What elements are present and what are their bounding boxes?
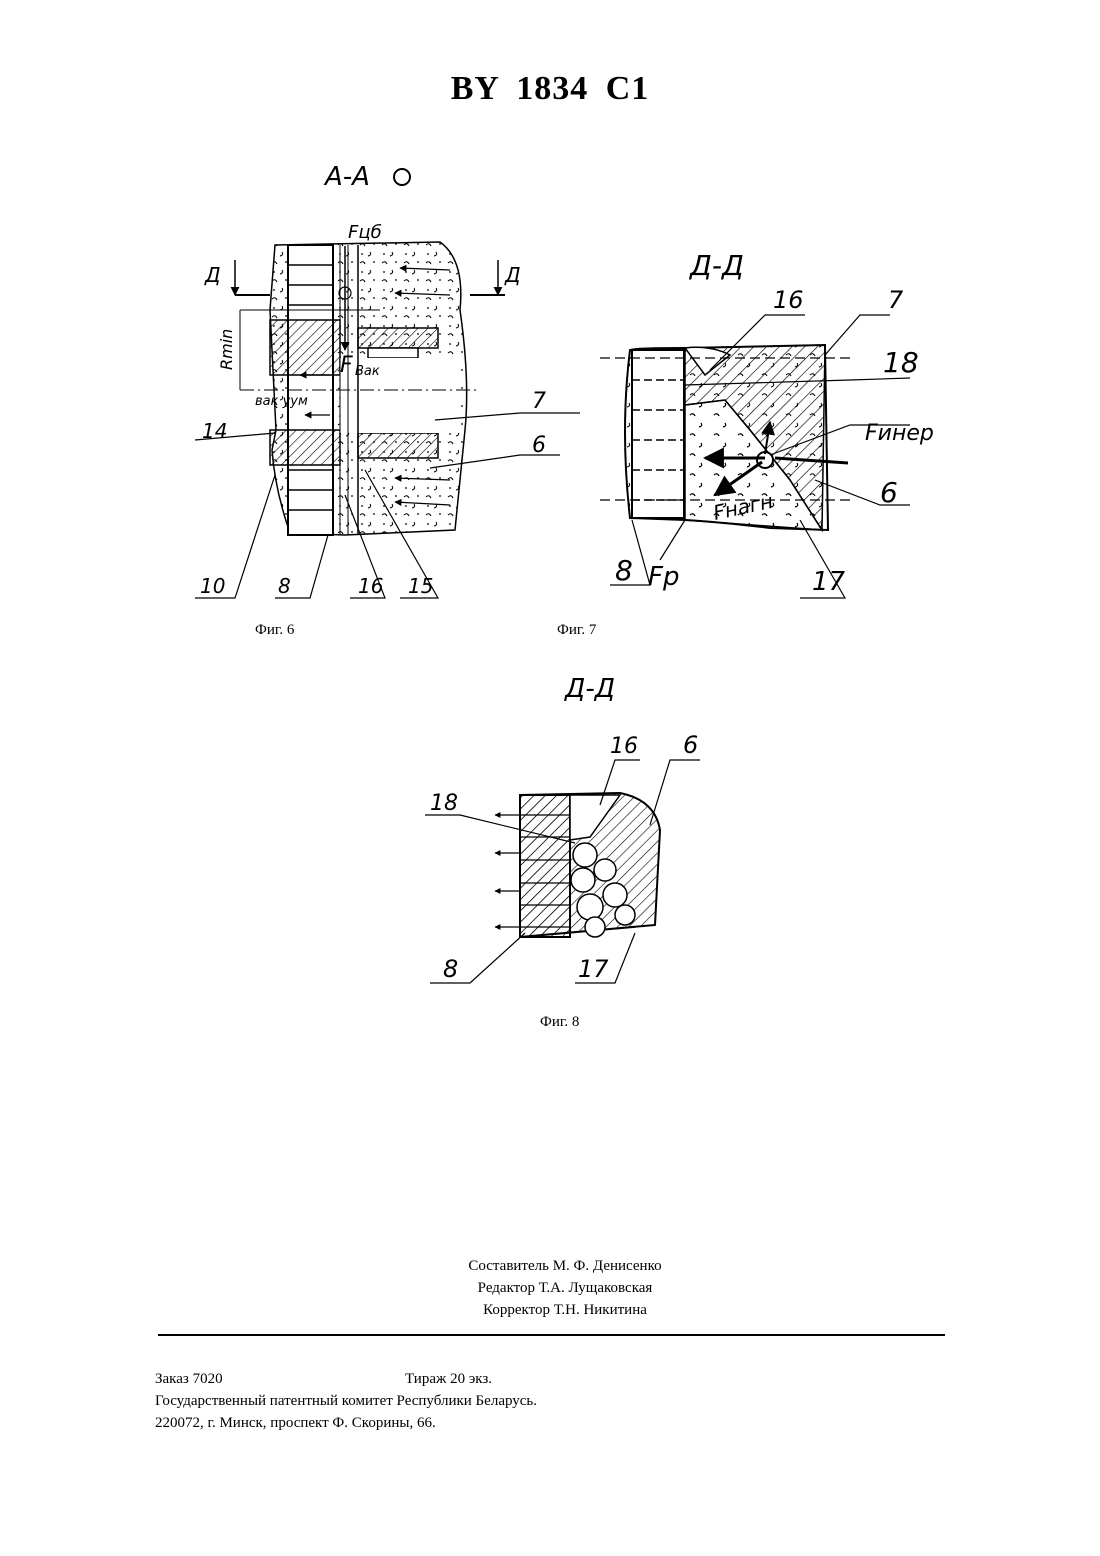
fig8-label-18: 18 [430, 791, 458, 816]
fig6-label-vak: Вак [355, 364, 380, 379]
figure-6-drawing: А-А Fцб Д Д Rmin [180, 150, 580, 610]
rotation-icon [394, 169, 410, 185]
fig6-section-label: А-А [323, 162, 370, 192]
fig7-label-fp: Fp [648, 562, 679, 592]
figure-7-drawing: Д-Д 16 7 18 Fинер 6 Fнагн 8 Fp 17 [590, 230, 950, 610]
compiler-line: Составитель М. Ф. Денисенко [430, 1255, 700, 1277]
fig7-label-6: 6 [880, 476, 898, 509]
credits-block: Составитель М. Ф. Денисенко Редактор Т.А… [430, 1255, 700, 1321]
fig7-label-18: 18 [883, 346, 919, 379]
fig8-label-16: 16 [610, 734, 638, 759]
figure-7-caption: Фиг. 7 [557, 622, 596, 639]
editor-line: Редактор Т.А. Лущаковская [430, 1277, 700, 1299]
order-number: Заказ 7020 [155, 1368, 405, 1390]
circulation: Тираж 20 экз. [405, 1368, 492, 1390]
fig6-label-7: 7 [532, 389, 546, 414]
fig6-label-6: 6 [532, 433, 546, 458]
fig7-label-7: 7 [888, 286, 904, 314]
publisher-address: 220072, г. Минск, проспект Ф. Скорины, 6… [155, 1412, 537, 1434]
fig6-label-16: 16 [358, 574, 383, 598]
fig6-label-f: F [340, 353, 353, 378]
fig6-label-vakuum: вак уум [255, 394, 308, 409]
fig6-label-10: 10 [200, 574, 225, 598]
fig8-section-label: Д-Д [564, 674, 615, 704]
fig8-label-8: 8 [443, 955, 458, 983]
fig6-label-8: 8 [278, 574, 291, 598]
fig6-label-15: 15 [408, 574, 433, 598]
fig8-label-6: 6 [683, 731, 698, 759]
fig7-label-8: 8 [615, 554, 633, 587]
fig6-label-rmin: Rmin [217, 329, 236, 370]
fig8-label-17: 17 [578, 955, 609, 983]
footer-divider [158, 1334, 945, 1336]
figure-6-caption: Фиг. 6 [255, 622, 294, 639]
fig6-label-d-right: Д [504, 263, 521, 287]
fig6-label-d-left: Д [204, 263, 221, 287]
fig7-section-label: Д-Д [688, 249, 744, 282]
figure-8-drawing: Д-Д 16 6 18 8 17 [415, 665, 735, 995]
fig7-label-finer: Fинер [865, 421, 934, 446]
proofreader-line: Корректор Т.Н. Никитина [430, 1299, 700, 1321]
fig7-label-17: 17 [812, 567, 846, 597]
fig6-label-fcb: Fцб [348, 222, 382, 243]
patent-number-title: BY 1834 C1 [0, 70, 1100, 108]
fig7-label-16: 16 [773, 286, 804, 314]
publisher-org: Государственный патентный комитет Респуб… [155, 1390, 537, 1412]
fig6-label-14: 14 [202, 419, 227, 443]
figure-8-caption: Фиг. 8 [540, 1014, 579, 1031]
publication-info: Заказ 7020Тираж 20 экз. Государственный … [155, 1368, 537, 1434]
